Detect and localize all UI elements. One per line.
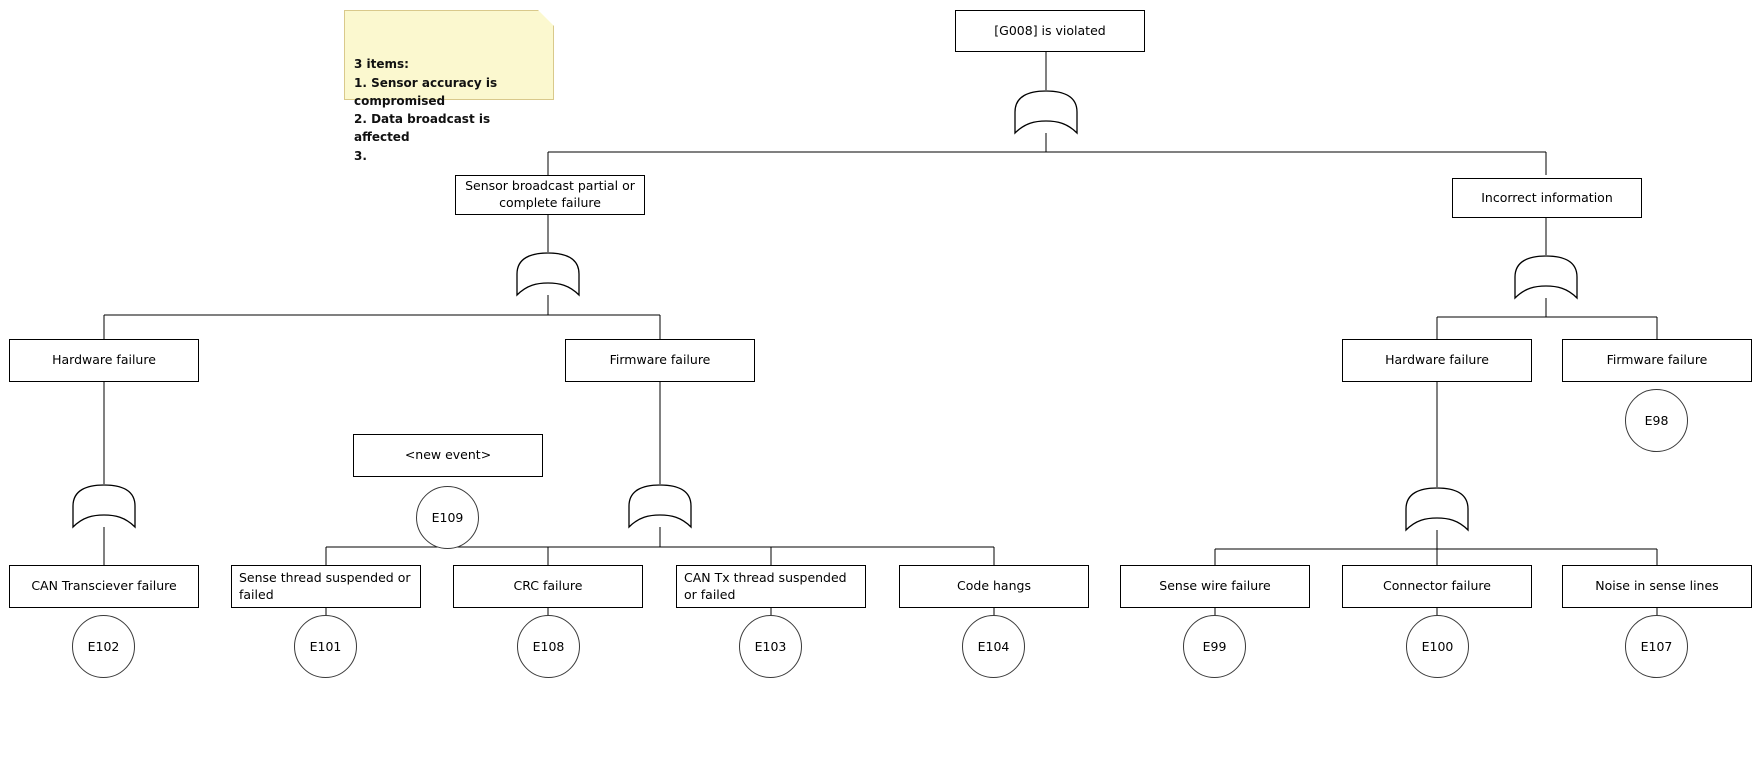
node-label: CRC failure [513,578,583,594]
node-firmware-failure-left[interactable]: Firmware failure [565,339,755,382]
event-id: E98 [1644,413,1669,428]
node-label: Hardware failure [1385,352,1489,368]
or-gate-incorrect-information[interactable] [1513,255,1579,300]
event-circle-e102[interactable]: E102 [72,615,135,678]
node-label: Firmware failure [1606,352,1708,368]
event-circle-e103[interactable]: E103 [739,615,802,678]
node-incorrect-information[interactable]: Incorrect information [1452,178,1642,218]
event-circle-e101[interactable]: E101 [294,615,357,678]
event-id: E103 [754,639,787,654]
or-gate-root[interactable] [1013,90,1079,135]
node-label: Code hangs [957,578,1031,594]
or-gate-hardware-right[interactable] [1404,487,1470,532]
note-text: 3 items: 1. Sensor accuracy is compromis… [354,57,498,163]
event-circle-e98[interactable]: E98 [1625,389,1688,452]
event-circle-e109[interactable]: E109 [416,486,479,549]
event-id: E108 [532,639,565,654]
sticky-note[interactable]: 3 items: 1. Sensor accuracy is compromis… [344,10,554,163]
node-label: <new event> [404,447,492,463]
node-root-g008[interactable]: [G008] is violated [955,10,1145,52]
node-label: Incorrect information [1481,189,1613,205]
node-label: Noise in sense lines [1595,578,1719,594]
node-new-event[interactable]: <new event> [353,434,543,477]
event-circle-e107[interactable]: E107 [1625,615,1688,678]
or-gate-sensor-broadcast[interactable] [515,252,581,297]
node-label: [G008] is violated [994,22,1106,38]
node-sense-wire-failure[interactable]: Sense wire failure [1120,565,1310,608]
node-sensor-broadcast-failure[interactable]: Sensor broadcast partial or complete fai… [455,175,645,215]
event-id: E102 [87,639,120,654]
event-id: E109 [431,510,464,525]
event-circle-e108[interactable]: E108 [517,615,580,678]
or-gate-hardware-left[interactable] [71,484,137,529]
event-id: E104 [977,639,1010,654]
node-crc-failure[interactable]: CRC failure [453,565,643,608]
node-connector-failure[interactable]: Connector failure [1342,565,1532,608]
node-hardware-failure-right[interactable]: Hardware failure [1342,339,1532,382]
node-label: Hardware failure [52,352,156,368]
node-label: CAN Transciever failure [31,578,177,594]
node-label: Sensor broadcast partial or complete fai… [465,178,635,210]
node-label: CAN Tx thread suspended or failed [684,569,847,602]
node-hardware-failure-left[interactable]: Hardware failure [9,339,199,382]
or-gate-firmware-left[interactable] [627,484,693,529]
node-firmware-failure-right[interactable]: Firmware failure [1562,339,1752,382]
event-circle-e104[interactable]: E104 [962,615,1025,678]
node-code-hangs[interactable]: Code hangs [899,565,1089,608]
event-circle-e99[interactable]: E99 [1183,615,1246,678]
event-id: E107 [1640,639,1673,654]
node-label: Connector failure [1383,578,1491,594]
event-id: E99 [1202,639,1227,654]
node-label: Sense thread suspended or failed [239,569,411,602]
event-circle-e100[interactable]: E100 [1406,615,1469,678]
node-label: Firmware failure [609,352,711,368]
node-label: Sense wire failure [1159,578,1271,594]
node-can-tx-thread-suspended[interactable]: CAN Tx thread suspended or failed [676,565,866,608]
event-id: E101 [309,639,342,654]
node-can-transciever-failure[interactable]: CAN Transciever failure [9,565,199,608]
event-id: E100 [1421,639,1454,654]
node-noise-in-sense-lines[interactable]: Noise in sense lines [1562,565,1752,608]
node-sense-thread-suspended[interactable]: Sense thread suspended or failed [231,565,421,608]
note-fold-corner-icon [538,10,554,26]
